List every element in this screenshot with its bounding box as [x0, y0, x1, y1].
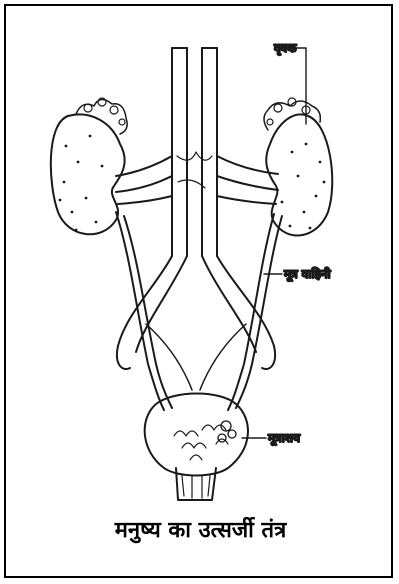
renal-vessels — [116, 156, 278, 204]
bladder-label: मूत्राशय — [268, 431, 301, 446]
figure-caption: मनुष्य का उत्सर्जी तंत्र — [6, 514, 395, 544]
urinary-bladder — [145, 394, 248, 501]
major-blood-vessels — [172, 48, 217, 256]
ureters — [116, 212, 282, 410]
kidney-label: वृक्क — [274, 41, 297, 56]
excretory-system-diagram: वृक्क मूत्र वाहिनी मूत्राशय — [6, 6, 395, 506]
ureter-label: मूत्र वाहिनी — [284, 267, 332, 282]
figure-frame: वृक्क मूत्र वाहिनी मूत्राशय मनुष्य का उत… — [4, 4, 393, 578]
